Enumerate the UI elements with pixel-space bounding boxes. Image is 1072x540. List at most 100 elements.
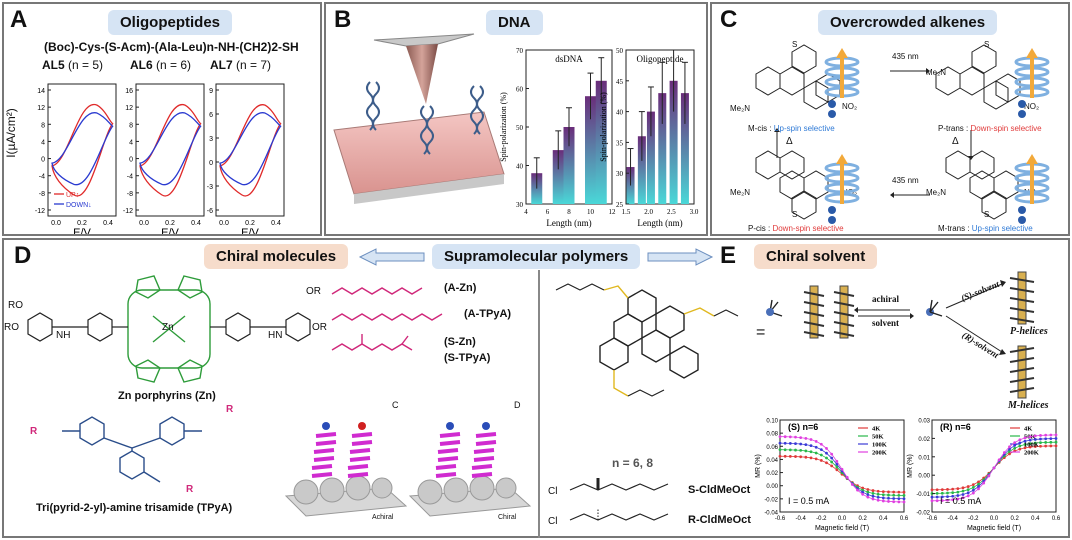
cv-xtick-label: 0.2 (165, 220, 175, 227)
mr-xtick-label: 0.2 (1010, 516, 1019, 522)
bar-xtick-label: 2.5 (667, 208, 676, 216)
mr-ytick-label: -0.04 (764, 511, 778, 517)
bar-ytick-label: 50 (516, 124, 524, 132)
panel-letter-d: D (14, 242, 32, 269)
divider-d-e (538, 270, 540, 538)
electron (828, 110, 836, 118)
arrow-delta-right (968, 130, 974, 160)
cv-curve-down (219, 112, 282, 185)
panel-c-title: Overcrowded alkenes (818, 10, 998, 35)
cv-curve-down (139, 112, 202, 185)
bar-ytick-label: 30 (516, 201, 524, 209)
cv-ytick-label: 3 (209, 136, 213, 143)
bottom-section (2, 238, 1070, 538)
bar-ytick-label: 40 (616, 109, 624, 117)
cv-ytick-label: 9 (209, 88, 213, 95)
cv-ytick-label: 8 (129, 122, 133, 129)
cv-ytick-label: 4 (129, 139, 133, 146)
tpya-r-bottom: R (186, 484, 194, 495)
arrow-435nm-top (890, 68, 930, 74)
cv-frame (47, 83, 117, 217)
panel-d-title: Chiral molecules (204, 244, 349, 269)
s-cldmeoct-structure (569, 478, 669, 491)
mr-series-line (931, 434, 1057, 502)
mr-ytick-label: 0.04 (766, 458, 778, 464)
mr-frame (779, 419, 905, 513)
arrow-435nm-bottom (890, 192, 930, 198)
mr-xtick-label: 0.6 (900, 516, 909, 522)
stack-surface-chiral (408, 422, 532, 517)
mr-ytick-label: 0.00 (766, 484, 778, 490)
electron (1018, 216, 1026, 224)
cv-frame (215, 83, 285, 217)
panel-letter-e: E (720, 242, 737, 269)
mr-point (902, 500, 906, 504)
mr-ytick-label: 0.10 (766, 419, 778, 425)
cv-ytick-label: 16 (125, 88, 133, 95)
arrow-435nm-top-label: 435 nm (892, 52, 919, 61)
mr-xlabel: Magnetic field (T) (815, 525, 869, 532)
light-arrow (836, 154, 848, 164)
zn-nh-left: NH (56, 330, 71, 341)
cv-plot-label: AL5 (42, 58, 69, 72)
mr-legend-label: 100K (872, 442, 887, 449)
cv-plot-title: AL7 (n = 7) (210, 58, 271, 72)
zn-porphyrin-structure (27, 275, 311, 383)
mr-ytick-label: 0.02 (766, 471, 778, 477)
bar-ytick-label: 30 (616, 170, 624, 178)
spin-filter-icon (824, 48, 860, 118)
stack-panel-c: C (392, 400, 399, 410)
cv-ytick-label: 12 (37, 105, 45, 112)
mr-ylabel: MR (%) (755, 454, 762, 478)
panel-a-title: Oligopeptides (108, 10, 233, 35)
s-cl: Cl (548, 486, 558, 497)
cv-ytick-label: 12 (125, 105, 133, 112)
cv-plot-n: (n = 5) (68, 58, 104, 72)
p-cis-s: S (792, 210, 798, 219)
electron (828, 216, 836, 224)
mr-xtick-label: -0.6 (927, 516, 938, 522)
cv-xtick-label: 0.0 (139, 220, 149, 227)
cv-xtick-label: 0.4 (271, 220, 281, 227)
p-helices-label: P-helices (1010, 326, 1048, 337)
light-arrow (836, 48, 848, 58)
bar-ytick-label: 40 (516, 163, 524, 171)
light-beam (1030, 164, 1034, 204)
mr-xlabel: Magnetic field (T) (967, 525, 1021, 532)
bar (552, 150, 564, 204)
p-trans-nme2: Me₂N (926, 68, 946, 77)
mr-xtick-label: 0.4 (879, 516, 888, 522)
cv-frame (135, 83, 205, 217)
mr-point (778, 441, 782, 445)
bar-xtick-label: 10 (587, 208, 595, 216)
mr-ytick-label: 0.01 (918, 455, 930, 461)
mr-ytick-label: 0.03 (918, 419, 930, 425)
bar-xtick-label: 4 (524, 208, 528, 216)
bar-ytick-label: 60 (516, 86, 524, 94)
spin-filter-icon (1014, 48, 1050, 118)
bar-xlabel: Length (nm) (546, 218, 591, 228)
panel-letter-a: A (10, 6, 28, 33)
bar-xtick-label: 1.5 (622, 208, 631, 216)
m-helices-label: M-helices (1008, 400, 1049, 411)
bar-xtick-label: 8 (567, 208, 571, 216)
mr-current-label: I = 0.5 mA (940, 496, 981, 506)
r-cl: Cl (548, 516, 558, 527)
mr-point (930, 499, 934, 503)
zn-ro-left-top: RO (8, 300, 23, 311)
cv-ytick-label: -12 (123, 208, 133, 215)
p-trans-no2: NO₂ (1024, 102, 1040, 111)
m-trans-s: S (984, 210, 990, 219)
bar (669, 80, 678, 204)
mr-xtick-label: -0.4 (947, 516, 958, 522)
bar-xtick-label: 3.0 (690, 208, 699, 216)
arrow-delta-left (774, 128, 780, 158)
cv-ytick-label: -4 (39, 174, 45, 181)
panel-a: A Oligopeptides (Boc)-Cys-(S-Acm)-(Ala-L… (2, 2, 322, 236)
mr-xtick-label: 0.0 (838, 516, 847, 522)
spin-filter-icon (824, 154, 860, 224)
light-beam (840, 164, 844, 204)
